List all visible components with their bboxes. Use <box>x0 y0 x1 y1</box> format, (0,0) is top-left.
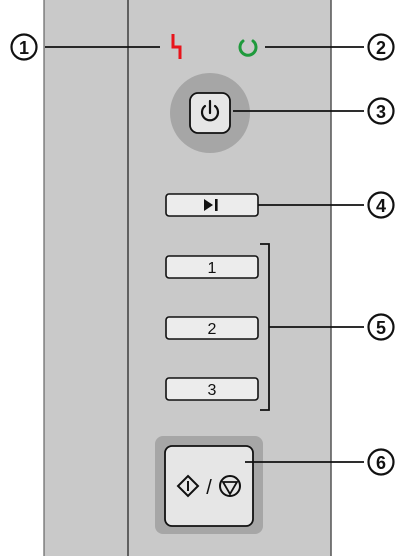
callout-1: 1 <box>10 33 38 61</box>
callout-2: 2 <box>367 33 395 61</box>
stop-circle-icon <box>219 475 241 497</box>
power-ring-icon <box>238 39 258 57</box>
start-diamond-icon <box>176 474 200 498</box>
copy-button-1[interactable]: 1 <box>165 255 259 279</box>
callout-5: 5 <box>367 313 395 341</box>
svg-text:3: 3 <box>376 102 386 122</box>
copy-button-1-label: 1 <box>208 260 217 277</box>
error-lightning-icon <box>171 34 182 59</box>
start-stop-button[interactable]: / <box>164 445 254 527</box>
callout-4: 4 <box>367 191 395 219</box>
svg-text:6: 6 <box>376 453 386 473</box>
play-pause-icon <box>204 199 218 211</box>
copy-button-3-label: 3 <box>208 382 217 399</box>
callout-6: 6 <box>367 448 395 476</box>
svg-text:2: 2 <box>376 38 386 58</box>
power-icon <box>200 99 220 122</box>
start-stop-separator: / <box>206 477 212 499</box>
copy-button-2[interactable]: 2 <box>165 316 259 340</box>
skip-button[interactable] <box>165 193 259 217</box>
copy-button-2-label: 2 <box>208 321 217 338</box>
svg-text:1: 1 <box>19 38 29 58</box>
svg-text:5: 5 <box>376 318 386 338</box>
power-button[interactable] <box>189 92 231 134</box>
callout-3: 3 <box>367 97 395 125</box>
copy-button-3[interactable]: 3 <box>165 377 259 401</box>
svg-text:4: 4 <box>376 196 386 216</box>
